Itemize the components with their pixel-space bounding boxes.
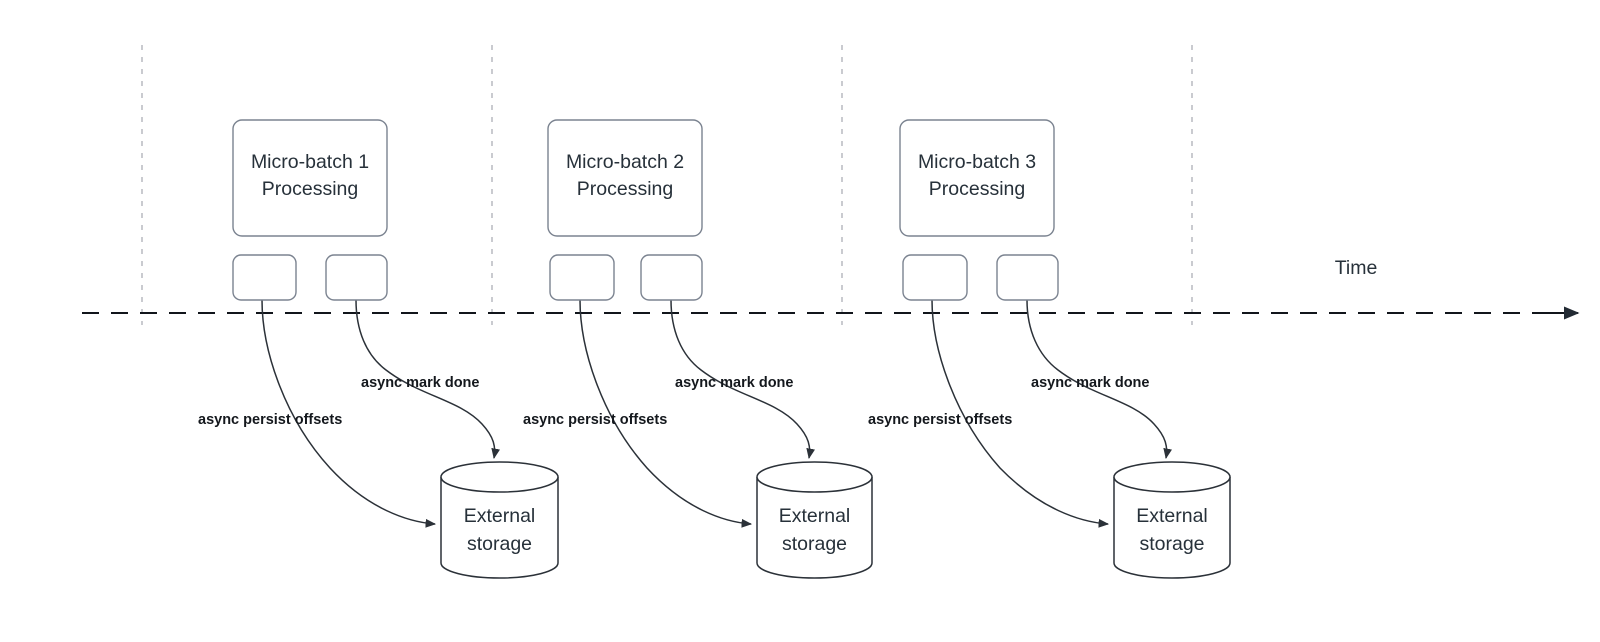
micro-batch-1-box-line-2: Processing <box>262 178 358 200</box>
external-storage-1-line-2: storage <box>467 533 532 555</box>
async-persist-offsets-edge-2 <box>579 299 753 528</box>
micro-batch-3-box[interactable] <box>899 119 1055 237</box>
mark-done-task-3[interactable] <box>996 254 1059 301</box>
async-mark-done-edge-2-label: async mark done <box>675 375 793 391</box>
micro-batch-3-box-line-2: Processing <box>929 178 1025 200</box>
async-persist-offsets-edge-1 <box>261 299 437 528</box>
async-mark-done-edge-1 <box>355 299 501 460</box>
external-storage-3-line-2: storage <box>1139 533 1204 555</box>
async-persist-offsets-edge-2-label: async persist offsets <box>523 412 667 428</box>
external-storage-2-line-2: storage <box>782 533 847 555</box>
external-storage-2-line-1: External <box>779 505 851 527</box>
micro-batch-3-box-line-1: Micro-batch 3 <box>918 151 1036 173</box>
async-mark-done-edge-2 <box>670 299 816 460</box>
micro-batch-2-box[interactable] <box>547 119 703 237</box>
micro-batch-2-box-line-1: Micro-batch 2 <box>566 151 684 173</box>
external-storage-3-body[interactable] <box>1113 477 1231 579</box>
time-axis-label: Time <box>1335 257 1378 279</box>
persist-offsets-task-1[interactable] <box>232 254 297 301</box>
persist-offsets-task-3[interactable] <box>902 254 968 301</box>
external-storage-2-top[interactable] <box>756 461 873 493</box>
flow-edges <box>261 299 1173 528</box>
mark-done-task-2[interactable] <box>640 254 703 301</box>
async-persist-offsets-edge-1-label: async persist offsets <box>198 412 342 428</box>
micro-batch-2-box-line-2: Processing <box>577 178 673 200</box>
external-storage-2-body[interactable] <box>756 477 873 579</box>
async-mark-done-edge-1-label: async mark done <box>361 375 479 391</box>
external-storage-1-top[interactable] <box>440 461 559 493</box>
diagram-nodes <box>232 119 1231 579</box>
mark-done-task-1[interactable] <box>325 254 388 301</box>
async-persist-offsets-edge-3-label: async persist offsets <box>868 412 1012 428</box>
external-storage-3-top[interactable] <box>1113 461 1231 493</box>
persist-offsets-task-2[interactable] <box>549 254 615 301</box>
async-persist-offsets-edge-3 <box>931 299 1110 528</box>
async-mark-done-edge-3 <box>1026 299 1173 460</box>
async-mark-done-edge-3-label: async mark done <box>1031 375 1149 391</box>
external-storage-1-body[interactable] <box>440 477 559 579</box>
micro-batch-1-box[interactable] <box>232 119 388 237</box>
micro-batch-1-box-line-1: Micro-batch 1 <box>251 151 369 173</box>
external-storage-3-line-1: External <box>1136 505 1208 527</box>
external-storage-1-line-1: External <box>464 505 536 527</box>
time-axis: Time <box>82 257 1580 320</box>
